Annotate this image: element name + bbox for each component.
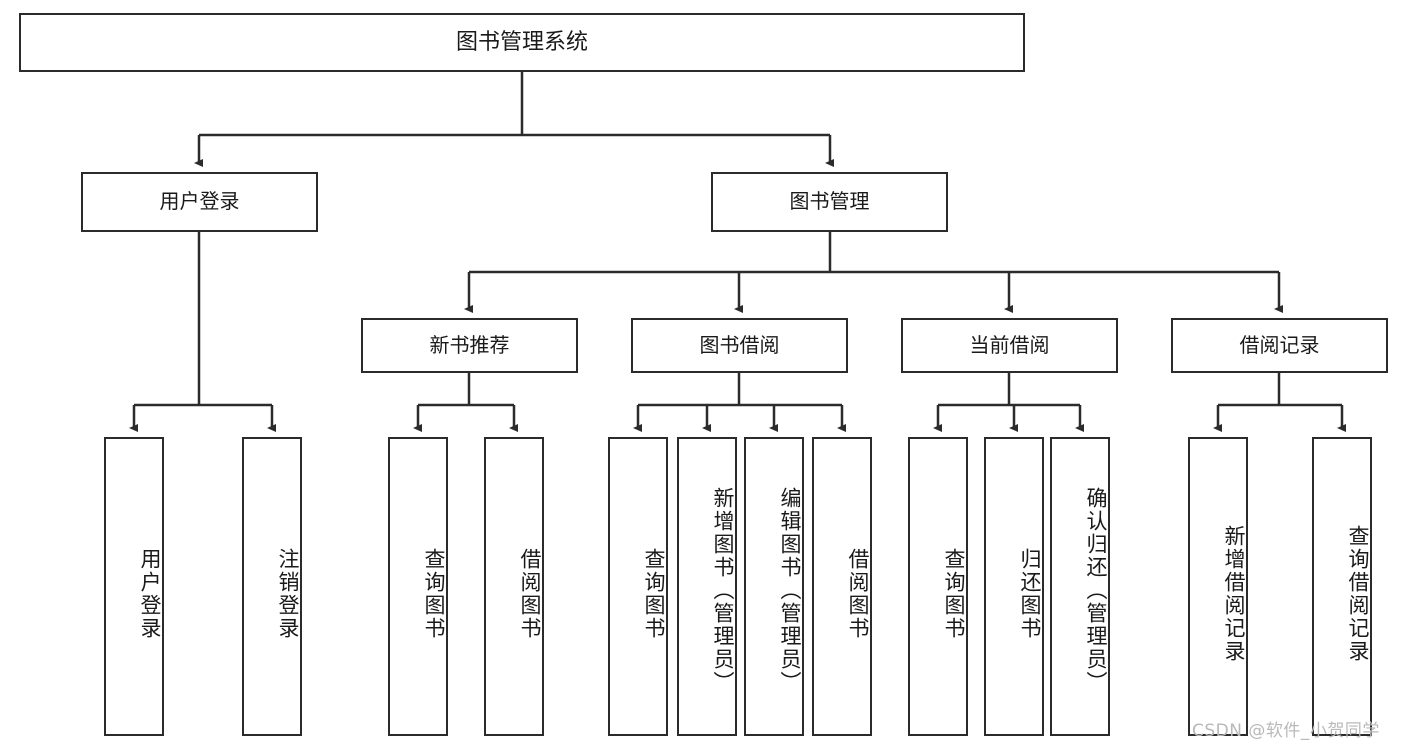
node-leaf-0[interactable]: 用户登录 xyxy=(104,437,164,736)
node-level3-2[interactable]: 当前借阅 xyxy=(901,318,1118,373)
node-level3-0[interactable]: 新书推荐 xyxy=(361,318,578,373)
node-leaf-2[interactable]: 查询图书 xyxy=(388,437,448,736)
node-leaf-7[interactable]: 借阅图书 xyxy=(812,437,872,736)
node-leaf-11[interactable]: 新增借阅记录 xyxy=(1188,437,1248,736)
node-level3-1[interactable]: 图书借阅 xyxy=(631,318,848,373)
node-leaf-3[interactable]: 借阅图书 xyxy=(484,437,544,736)
node-level3-3[interactable]: 借阅记录 xyxy=(1171,318,1388,373)
node-leaf-12[interactable]: 查询借阅记录 xyxy=(1312,437,1372,736)
node-leaf-4[interactable]: 查询图书 xyxy=(608,437,668,736)
node-level2-0[interactable]: 用户登录 xyxy=(81,172,318,232)
node-leaf-6[interactable]: 编辑图书（管理员） xyxy=(744,437,804,736)
node-leaf-8[interactable]: 查询图书 xyxy=(908,437,968,736)
node-leaf-5[interactable]: 新增图书（管理员） xyxy=(677,437,737,736)
csdn-watermark: CSDN @软件_小贺同学 xyxy=(1192,721,1380,741)
node-leaf-1[interactable]: 注销登录 xyxy=(242,437,302,736)
node-leaf-9[interactable]: 归还图书 xyxy=(984,437,1044,736)
node-leaf-10[interactable]: 确认归还（管理员） xyxy=(1050,437,1110,736)
node-level2-1[interactable]: 图书管理 xyxy=(711,172,948,232)
node-root-图书管理系统[interactable]: 图书管理系统 xyxy=(19,13,1025,72)
